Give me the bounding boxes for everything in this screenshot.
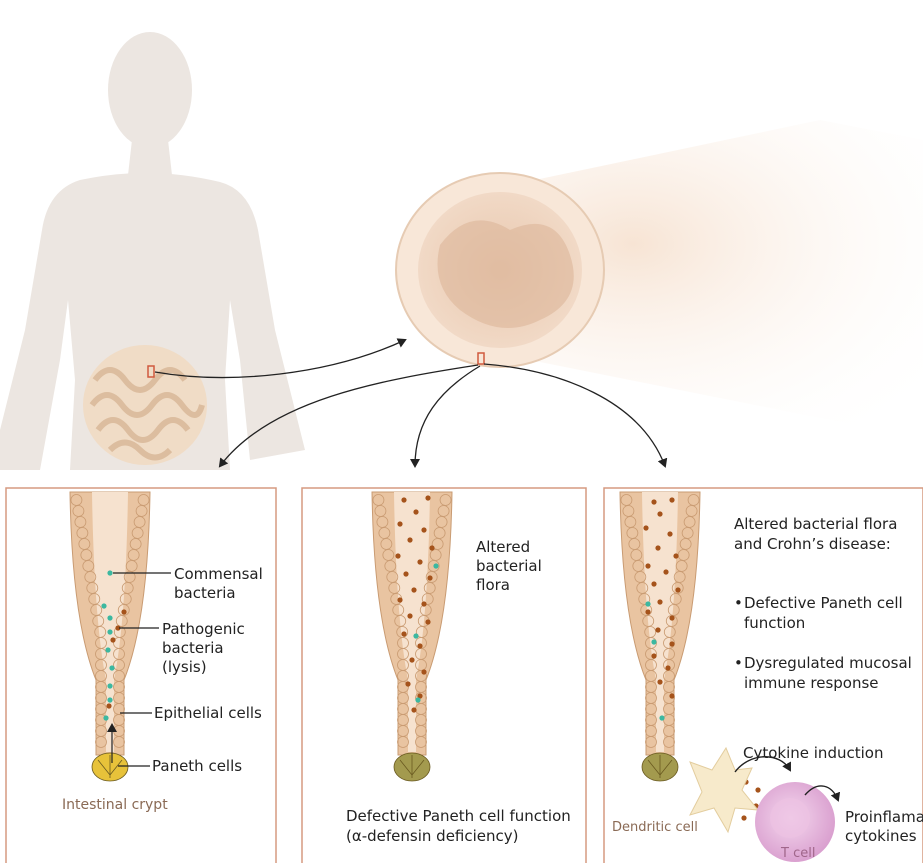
pathogenic-bacterium (645, 563, 650, 568)
commensal-bacterium (101, 603, 106, 608)
commensal-bacterium (109, 665, 114, 670)
cytokine-induction-label: Cytokine induction (743, 744, 883, 763)
epithelial-cells-label: Epithelial cells (154, 704, 262, 723)
panel2-caption-line2: (α-defensin deficiency) (346, 826, 571, 846)
pathogenic-bacterium (655, 545, 660, 550)
pathogenic-bacterium (429, 545, 434, 550)
pathogenic-bacterium (425, 495, 430, 500)
pathogenic-bacterium (395, 553, 400, 558)
intestinal-crypt-caption: Intestinal crypt (62, 796, 168, 815)
panel2-caption: Defective Paneth cell function (α-defens… (346, 806, 571, 846)
pathogenic-bacterium (407, 537, 412, 542)
small-intestine (83, 345, 207, 465)
pathogenic-bacterium (425, 619, 430, 624)
pathogenic-bacterium (110, 637, 115, 642)
pathogenic-bacterium (673, 553, 678, 558)
pathogenic-bacterium (417, 559, 422, 564)
pathogenic-bacterium (665, 665, 670, 670)
t-cell-label: T cell (781, 844, 815, 863)
pathogenic-bacterium (675, 587, 680, 592)
arrow-to-panel2 (415, 366, 480, 466)
pathogenic-bacterium (651, 653, 656, 658)
pathogenic-bacterium (421, 669, 426, 674)
bullet-item: Defective Paneth cell function (734, 593, 912, 633)
pathogenic-bacterium (657, 511, 662, 516)
pathogenic-bacterium (397, 597, 402, 602)
pathogenic-bacterium (421, 601, 426, 606)
pathogenic-bacterium (655, 627, 660, 632)
pathogenic-bacterium (669, 615, 674, 620)
pathogenic-bacterium (407, 613, 412, 618)
cytokine-dot (755, 787, 760, 792)
commensal-bacterium (645, 601, 650, 606)
commensal-bacterium (107, 683, 112, 688)
commensal-bacterium (413, 633, 418, 638)
commensal-bacterium (107, 697, 112, 702)
pathogenic-bacterium (409, 657, 414, 662)
panel3-heading: Altered bacterial flora and Crohn’s dise… (734, 514, 897, 554)
panel2-caption-line1: Defective Paneth cell function (346, 806, 571, 826)
bullet-item: Dysregulated mucosal immune response (734, 653, 912, 693)
pathogenic-bacterium (645, 609, 650, 614)
pathogenic-bacterium (669, 641, 674, 646)
pathogenic-bacterium (403, 571, 408, 576)
commensal-bacterium (433, 563, 438, 568)
pathogenic-bacterium (401, 631, 406, 636)
pathogenic-bacterium (643, 525, 648, 530)
pathogenic-bacterium (669, 693, 674, 698)
pathogenic-bacterium (427, 575, 432, 580)
pathogenic-bacterium (401, 497, 406, 502)
pathogenic-bacterium (669, 497, 674, 502)
commensal-bacteria-label: Commensal bacteria (174, 565, 263, 603)
paneth-cells-label: Paneth cells (152, 757, 242, 776)
pathogenic-bacterium (651, 499, 656, 504)
cytokine-dot (741, 815, 746, 820)
pathogenic-bacterium (413, 509, 418, 514)
pathogenic-bacteria-label: Pathogenic bacteria (lysis) (162, 620, 245, 677)
commensal-bacterium (107, 615, 112, 620)
commensal-bacterium (415, 697, 420, 702)
pathogenic-bacterium (421, 527, 426, 532)
altered-flora-label: Altered bacterial flora (476, 538, 542, 595)
pathogenic-bacterium (667, 531, 672, 536)
commensal-bacterium (105, 647, 110, 652)
commensal-bacterium (107, 570, 112, 575)
commensal-bacterium (107, 629, 112, 634)
pathogenic-bacterium (405, 681, 410, 686)
proinflamatory-cytokines-label: Proinflamatory cytokines (845, 808, 923, 846)
pathogenic-bacterium (651, 581, 656, 586)
pathogenic-bacterium (397, 521, 402, 526)
dendritic-cell-label: Dendritic cell (612, 818, 698, 837)
pathogenic-bacterium (121, 609, 126, 614)
pathogenic-bacterium (417, 643, 422, 648)
commensal-bacterium (651, 639, 656, 644)
pathogenic-bacterium (663, 569, 668, 574)
panel3-bullets: Defective Paneth cell function Dysregula… (734, 573, 912, 713)
pathogenic-bacterium (106, 703, 111, 708)
pathogenic-bacterium (657, 679, 662, 684)
pathogenic-bacterium (657, 599, 662, 604)
pathogenic-bacterium (411, 707, 416, 712)
commensal-bacterium (659, 715, 664, 720)
pathogenic-bacterium (411, 587, 416, 592)
commensal-bacterium (103, 715, 108, 720)
intestine-tube (396, 120, 923, 430)
